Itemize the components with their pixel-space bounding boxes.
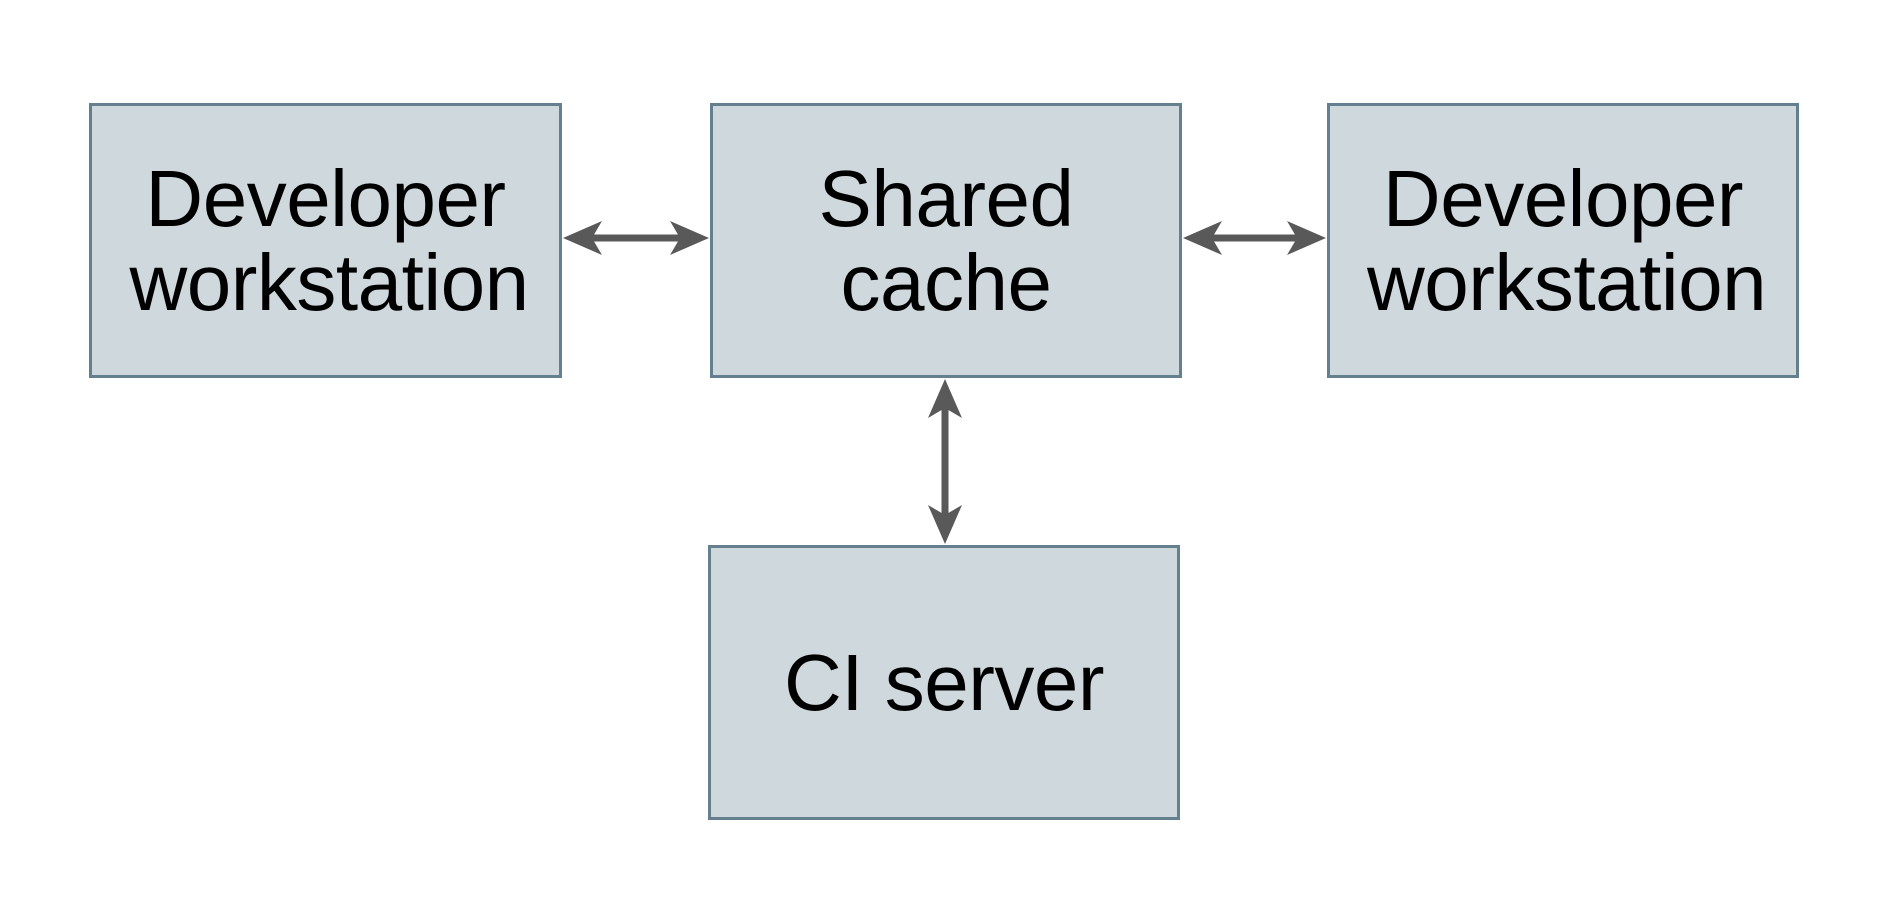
node-label-developer-workstation-right: Developer workstation (1367, 153, 1767, 327)
bidirectional-arrow-icon-shared-cache-ci-server (928, 379, 962, 544)
bidirectional-arrow-icon-shared-cache-dev-right (1183, 221, 1326, 255)
node-shared-cache: Shared cache (710, 103, 1182, 378)
node-label-shared-cache: Shared cache (818, 153, 1074, 327)
node-ci-server: CI server (708, 545, 1180, 820)
node-label-developer-workstation-left: Developer workstation (129, 153, 530, 327)
node-developer-workstation-right: Developer workstation (1327, 103, 1799, 378)
node-label-ci-server: CI server (784, 637, 1105, 727)
node-developer-workstation-left: Developer workstation (89, 103, 562, 378)
bidirectional-arrow-icon-dev-left-shared-cache (563, 221, 709, 255)
